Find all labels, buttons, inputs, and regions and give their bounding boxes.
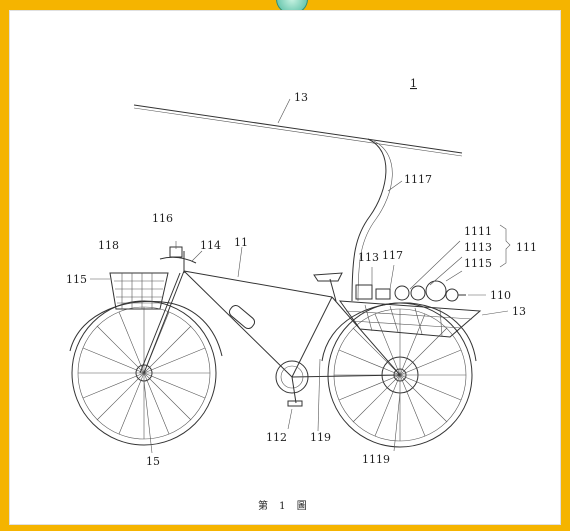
handlebar <box>159 246 197 273</box>
front-basket <box>109 272 169 310</box>
bicycle-frame <box>139 270 401 378</box>
label-unit: 117 <box>382 249 403 262</box>
label-hub: 1119 <box>362 453 390 466</box>
label-handle: 114 <box>200 239 221 252</box>
label-pipe: 1117 <box>404 173 432 186</box>
label-box: 113 <box>358 251 379 264</box>
label-1111: 1111 <box>464 225 492 238</box>
saddle <box>313 272 343 282</box>
patent-sheet: 13 1 1117 11 116 118 114 115 113 117 111… <box>9 10 561 525</box>
label-1113: 1113 <box>464 241 492 254</box>
label-roof-top: 13 <box>294 91 308 104</box>
group-brace <box>499 224 511 268</box>
water-bottle <box>228 304 256 330</box>
label-rack: 110 <box>490 289 511 302</box>
rear-rack <box>338 300 482 338</box>
bicycle-drawing: 13 1 1117 11 116 118 114 115 113 117 111… <box>66 77 537 512</box>
solar-canopy <box>133 104 463 154</box>
crank-set <box>275 360 309 407</box>
label-group: 111 <box>516 241 537 254</box>
label-basket: 115 <box>66 273 87 286</box>
figure-caption: 第 1 圖 <box>258 499 311 512</box>
support-pipe <box>351 138 387 302</box>
label-seat-tube: 119 <box>310 431 331 444</box>
label-figure-ref: 1 <box>410 77 417 90</box>
rack-units <box>355 280 466 302</box>
front-wheel <box>69 300 223 446</box>
label-basket-top: 118 <box>98 239 119 252</box>
label-roof-right: 13 <box>512 305 526 318</box>
leader-lines <box>90 98 509 454</box>
label-lamp: 116 <box>152 212 173 225</box>
label-1115: 1115 <box>464 257 492 270</box>
label-frame: 11 <box>234 236 248 249</box>
label-pedal: 112 <box>266 431 287 444</box>
label-front-wheel: 15 <box>146 455 160 468</box>
